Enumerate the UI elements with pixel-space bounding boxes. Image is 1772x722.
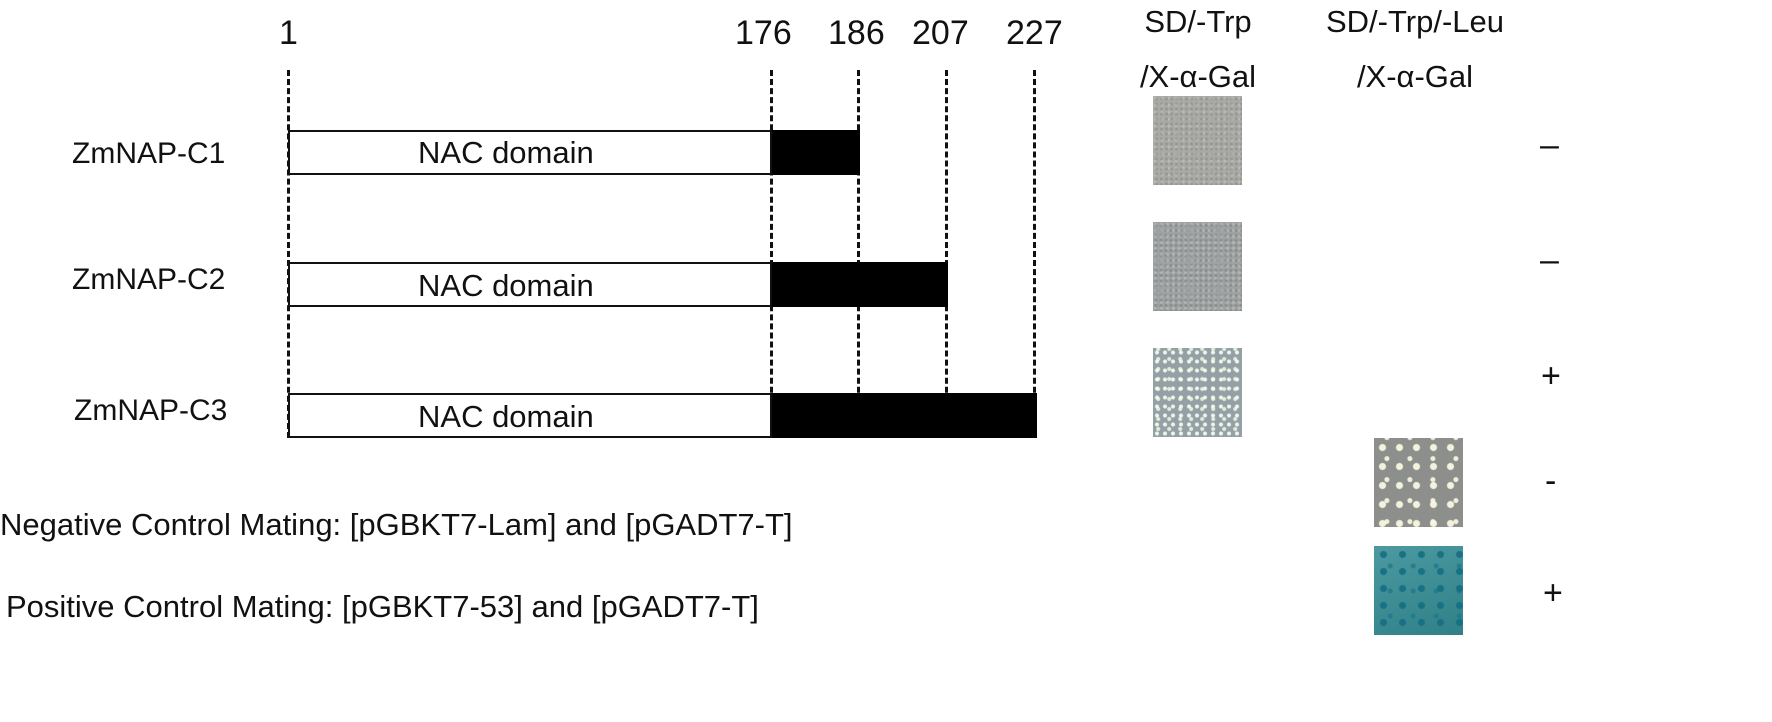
column-header-sd-trp-leu-line2: /X-α-Gal	[1356, 59, 1474, 94]
column-header-sd-trp-line2: /X-α-Gal	[1139, 59, 1257, 94]
position-label-186: 186	[828, 14, 885, 52]
nac-domain-box-c1	[288, 130, 772, 175]
column-header-sd-trp: SD/-Trp /X-α-Gal	[1098, 0, 1298, 104]
guide-line-1	[287, 70, 290, 438]
guide-line-186	[857, 70, 860, 438]
plate-image-negative-control	[1374, 438, 1463, 527]
nac-domain-box-c2	[288, 262, 772, 307]
construct-label-c3: ZmNAP-C3	[74, 394, 228, 427]
plate-image-c3	[1153, 348, 1242, 437]
construct-label-c1: ZmNAP-C1	[72, 137, 226, 170]
position-label-1: 1	[279, 14, 298, 52]
column-header-sd-trp-line1: SD/-Trp	[1144, 4, 1252, 39]
plate-image-c2	[1153, 222, 1242, 311]
c-terminal-segment-c2	[772, 262, 948, 307]
result-marker-c1: –	[1540, 126, 1559, 164]
guide-line-207	[945, 70, 948, 438]
guide-line-176	[770, 70, 773, 438]
position-label-176: 176	[735, 14, 792, 52]
nac-domain-label-c3: NAC domain	[418, 399, 594, 434]
result-marker-c2: –	[1540, 241, 1559, 279]
position-label-207: 207	[912, 14, 969, 52]
column-header-sd-trp-leu: SD/-Trp/-Leu /X-α-Gal	[1300, 0, 1530, 104]
nac-domain-label-c1: NAC domain	[418, 135, 594, 170]
plate-image-c1	[1153, 96, 1242, 185]
positive-control-label: Positive Control Mating: [pGBKT7-53] and…	[6, 589, 759, 624]
result-marker-c3: +	[1541, 357, 1561, 395]
construct-label-c2: ZmNAP-C2	[72, 263, 226, 296]
c-terminal-segment-c1	[772, 130, 860, 175]
nac-domain-box-c3	[288, 393, 772, 438]
position-label-227: 227	[1006, 14, 1063, 52]
result-marker-positive-control: +	[1543, 574, 1563, 612]
result-marker-negative-control: -	[1545, 462, 1557, 500]
c-terminal-segment-c3	[772, 393, 1037, 438]
plate-image-positive-control	[1374, 546, 1463, 635]
negative-control-label: Negative Control Mating: [pGBKT7-Lam] an…	[0, 507, 793, 542]
nac-domain-label-c2: NAC domain	[418, 268, 594, 303]
column-header-sd-trp-leu-line1: SD/-Trp/-Leu	[1325, 4, 1504, 39]
guide-line-227	[1033, 70, 1036, 438]
